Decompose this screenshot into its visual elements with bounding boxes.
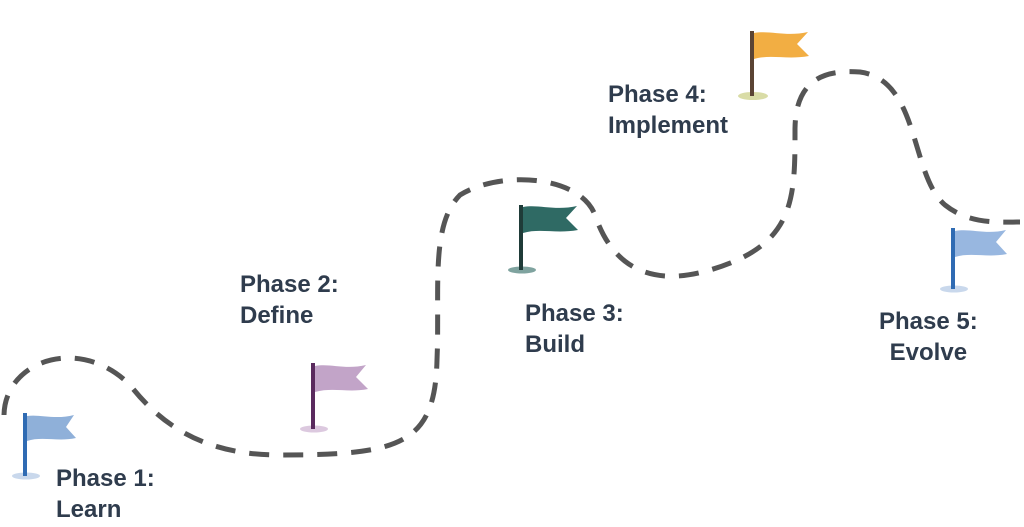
phase-5-label: Phase 5: Evolve xyxy=(879,306,978,368)
flag-cloth xyxy=(754,32,809,59)
flag-pole xyxy=(951,228,955,289)
flag-pole xyxy=(519,205,523,270)
phase-3-label: Phase 3: Build xyxy=(525,298,624,360)
flag-phase-4 xyxy=(738,31,809,100)
flag-cloth xyxy=(27,415,76,441)
roadmap-path xyxy=(1,69,1021,458)
phase-4-title: Phase 4: xyxy=(608,81,707,108)
phase-5-title: Phase 5: xyxy=(879,308,978,335)
flag-cloth xyxy=(955,230,1007,257)
flag-phase-5 xyxy=(940,228,1007,293)
phase-4-label: Phase 4: Implement xyxy=(608,79,728,141)
flag-pole xyxy=(311,363,315,429)
phase-4-name: Implement xyxy=(608,112,729,139)
flag-phase-2 xyxy=(300,363,368,433)
phase-1-name: Learn xyxy=(56,496,122,523)
flag-pole xyxy=(750,31,754,96)
flag-cloth xyxy=(523,206,578,233)
phase-2-name: Define xyxy=(240,302,314,329)
phase-3-title: Phase 3: xyxy=(525,300,624,327)
flag-pole xyxy=(23,413,27,476)
phase-2-label: Phase 2: Define xyxy=(240,269,339,331)
flag-cloth xyxy=(315,365,368,392)
phase-5-name: Evolve xyxy=(889,339,968,366)
flag-phase-1 xyxy=(12,413,76,480)
phase-1-title: Phase 1: xyxy=(56,465,155,492)
flag-phase-3 xyxy=(508,205,578,274)
phase-1-label: Phase 1: Learn xyxy=(56,463,155,525)
phase-3-name: Build xyxy=(525,331,585,358)
phase-2-title: Phase 2: xyxy=(240,271,339,298)
